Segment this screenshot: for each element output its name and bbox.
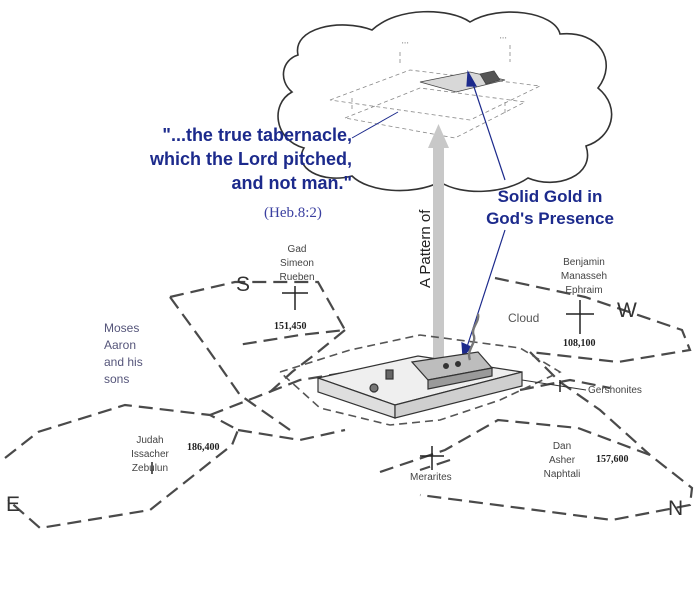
- tabernacle-court: [315, 351, 523, 419]
- direction-south: S: [236, 273, 251, 296]
- east-camp-tribes: Judah Issacher Zebulun: [122, 434, 178, 476]
- gold-label-line-2: God's Presence: [486, 209, 614, 228]
- tribe-rueben: Rueben: [279, 272, 315, 283]
- merarites-label: Merarites: [410, 472, 452, 483]
- west-camp-count: 108,100: [563, 338, 596, 349]
- moses-line-2: Aaron: [104, 338, 137, 352]
- quote-line-3: and not man.": [231, 173, 352, 193]
- tribe-ephraim: Ephraim: [565, 285, 603, 296]
- heaven-cloud: [277, 10, 613, 193]
- north-camp-tribes: Dan Asher Naphtali: [534, 440, 590, 482]
- direction-north: N: [668, 497, 684, 520]
- quote-block: "...the true tabernacle, which the Lord …: [108, 123, 352, 195]
- camp-boundaries: [4, 276, 694, 530]
- tribe-asher: Asher: [548, 455, 576, 466]
- moses-line-3: and his: [104, 355, 143, 369]
- heavenly-tabernacle-miniature: [419, 70, 506, 93]
- gold-label-line-1: Solid Gold in: [497, 187, 603, 206]
- moses-line-1: Moses: [104, 321, 140, 335]
- moses-group: Moses Aaron and his sons: [104, 320, 143, 388]
- tribe-issacher: Issacher: [131, 449, 169, 460]
- pattern-arrow: [428, 124, 449, 358]
- tribe-benjamin: Benjamin: [563, 257, 605, 268]
- north-camp-count: 157,600: [596, 454, 629, 465]
- pattern-label: A Pattern of: [417, 209, 434, 288]
- south-camp-count: 151,450: [274, 321, 307, 332]
- tribe-manasseh: Manasseh: [560, 271, 608, 282]
- gershonites-pointer: [521, 379, 587, 391]
- quote-pointer: [351, 111, 399, 139]
- west-camp-tribes: Benjamin Manasseh Ephraim: [556, 256, 612, 298]
- levite-boundary: [279, 334, 562, 426]
- pillar-of-cloud: [467, 313, 480, 361]
- south-camp-tribes: Gad Simeon Rueben: [272, 243, 322, 285]
- tribe-naphtali: Naphtali: [543, 469, 581, 480]
- tribe-gad: Gad: [287, 244, 307, 255]
- gershonites-label: Gershonites: [588, 385, 642, 396]
- quote-line-1: "...the true tabernacle,: [162, 125, 352, 145]
- moses-line-4: sons: [104, 372, 130, 386]
- heavenly-camp-miniature: [329, 45, 542, 139]
- tribe-markers: [151, 286, 594, 474]
- tribe-simeon: Simeon: [280, 258, 314, 269]
- tribe-judah: Judah: [136, 435, 164, 446]
- gold-label: Solid Gold in God's Presence: [460, 186, 640, 230]
- cloud-label: Cloud: [508, 311, 540, 325]
- direction-east: E: [6, 493, 21, 516]
- direction-west: W: [617, 299, 637, 322]
- quote-reference: (Heb.8:2): [264, 205, 322, 221]
- tribe-zebulun: Zebulun: [131, 463, 169, 474]
- tribe-dan: Dan: [552, 441, 572, 452]
- east-camp-count: 186,400: [187, 442, 220, 453]
- quote-line-2: which the Lord pitched,: [150, 149, 352, 169]
